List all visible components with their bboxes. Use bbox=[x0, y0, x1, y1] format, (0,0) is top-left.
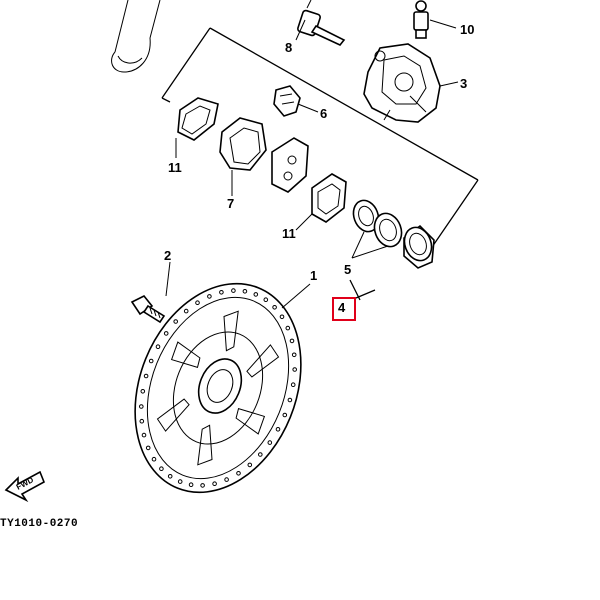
disc-spoke bbox=[246, 344, 280, 378]
disc-hole bbox=[231, 288, 236, 293]
disc-hole bbox=[292, 367, 298, 372]
disc-hole bbox=[224, 477, 229, 482]
brake-disc bbox=[134, 282, 302, 494]
disc-spoke bbox=[223, 310, 239, 352]
brake-pad-left bbox=[177, 97, 219, 141]
disc-hole bbox=[188, 482, 194, 488]
caliper-group-outline bbox=[161, 27, 479, 299]
disc-hole bbox=[183, 308, 189, 314]
disc-hole bbox=[167, 474, 173, 479]
callout-10: 10 bbox=[460, 22, 474, 37]
caliper-pin bbox=[297, 0, 346, 46]
callout-6: 6 bbox=[320, 106, 327, 121]
brake-pad-right bbox=[311, 173, 347, 223]
disc-hole bbox=[195, 300, 200, 306]
disc-hole bbox=[267, 440, 273, 445]
disc-hole bbox=[155, 344, 161, 350]
disc-hole bbox=[290, 382, 296, 388]
caliper-piston bbox=[403, 224, 435, 269]
disc-spoke bbox=[170, 341, 201, 369]
disc-hole bbox=[236, 471, 241, 476]
highlight-box bbox=[332, 297, 356, 321]
disc-hole bbox=[159, 466, 164, 472]
fwd-arrow-icon: FWD bbox=[4, 470, 46, 503]
disc-hole bbox=[141, 432, 147, 438]
callout-11-left: 11 bbox=[168, 160, 182, 175]
pad-spring bbox=[273, 85, 301, 117]
disc-hole bbox=[212, 481, 217, 487]
caliper-body bbox=[363, 43, 441, 123]
disc-hole bbox=[242, 289, 248, 294]
disc-hole bbox=[177, 479, 183, 484]
disc-hole bbox=[207, 294, 212, 299]
callout-4: 4 bbox=[338, 300, 346, 315]
disc-hole bbox=[140, 389, 146, 394]
disc-hole bbox=[253, 292, 259, 297]
disc-hole bbox=[219, 290, 224, 295]
disc-hole bbox=[247, 462, 253, 468]
disc-hole bbox=[258, 452, 263, 457]
disc-hole bbox=[148, 358, 154, 364]
disc-hole bbox=[139, 418, 145, 424]
disc-hole bbox=[291, 352, 297, 358]
bleed-screw bbox=[413, 0, 429, 39]
disc-hole bbox=[200, 483, 205, 488]
disc-hole bbox=[143, 373, 149, 379]
disc-spoke bbox=[197, 424, 213, 466]
disc-hole bbox=[173, 319, 178, 324]
callout-5: 5 bbox=[344, 262, 351, 277]
disc-hole bbox=[263, 297, 269, 303]
disc-hole bbox=[282, 412, 288, 418]
callout-3: 3 bbox=[460, 76, 467, 91]
disc-spoke bbox=[235, 407, 266, 435]
disc-hole bbox=[145, 445, 151, 451]
disc-hole bbox=[163, 331, 169, 336]
disc-hole bbox=[289, 338, 295, 344]
piston-seals bbox=[352, 199, 403, 248]
disc-hole bbox=[285, 325, 291, 331]
callout-7: 7 bbox=[227, 196, 234, 211]
disc-hole bbox=[139, 404, 144, 409]
disc-hole bbox=[151, 456, 157, 462]
disc-hole bbox=[279, 314, 285, 320]
disc-hole bbox=[272, 305, 277, 310]
callout-11-right: 11 bbox=[282, 226, 296, 241]
brake-pad-kit bbox=[219, 117, 267, 171]
disc-holes bbox=[139, 288, 298, 488]
disc-spokes bbox=[156, 310, 280, 466]
fork-leg bbox=[111, 0, 161, 73]
leader-lines bbox=[165, 19, 459, 309]
drawing-code: TY1010-0270 bbox=[0, 518, 78, 530]
callout-1: 1 bbox=[310, 268, 317, 283]
callout-2: 2 bbox=[164, 248, 171, 263]
disc-bolt bbox=[130, 294, 166, 324]
disc-spoke bbox=[156, 398, 190, 432]
callout-8: 8 bbox=[285, 40, 292, 55]
disc-hole bbox=[275, 427, 281, 432]
pad-shim bbox=[271, 137, 309, 193]
disc-hole bbox=[287, 397, 293, 403]
